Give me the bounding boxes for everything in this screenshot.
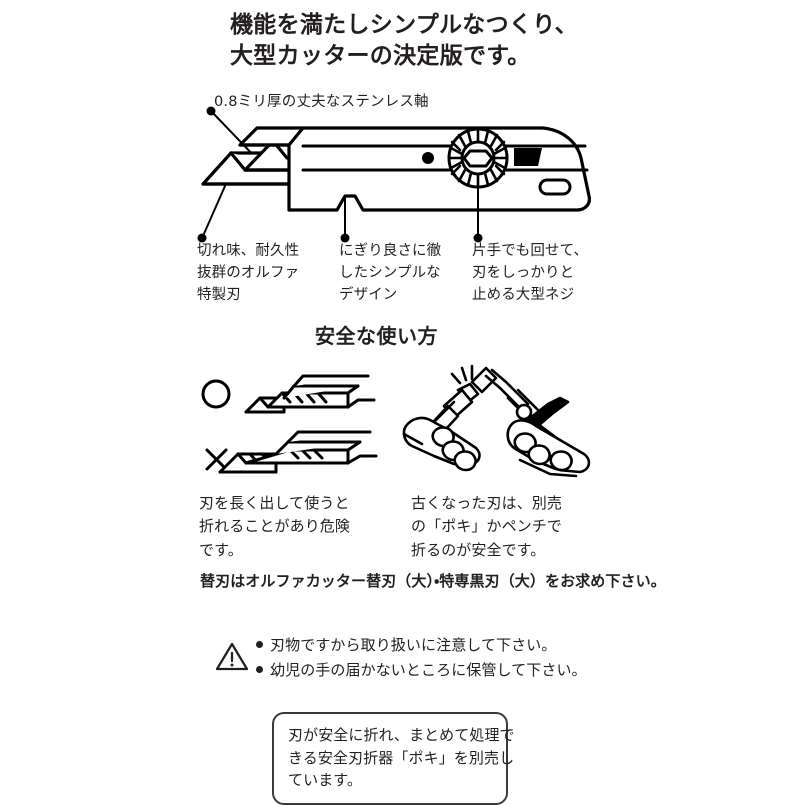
replacement-blade-note: 替刃はオルファカッター替刃（大）・特専黒刃（大）をお求め下さい。	[200, 572, 666, 590]
mark-cross-bad	[205, 448, 228, 471]
safety-caption-blade-length-line-2: 折れることがあり危険	[199, 517, 351, 536]
warning-block: 刃物ですから取り扱いに注意して下さい。 幼児の手の届かないところに保管して下さい…	[214, 634, 587, 680]
rivet-dot	[422, 152, 434, 164]
feature-caption-screw-line-1: 片手でも回せて、	[472, 243, 589, 259]
blade-snapping-hands-illustration	[400, 360, 600, 489]
black-slider-tab	[514, 148, 542, 166]
callout-label-stainless-shaft: 0.8ミリ厚の丈夫なステンレス軸	[214, 94, 429, 110]
feature-caption-blade: 切れ味、耐久性 抜群のオルファ 特製刃	[197, 240, 332, 306]
page-title-line-2: 大型カッターの決定版です。	[230, 42, 531, 69]
safety-caption-old-blade-line-3: 折るのが安全です。	[411, 540, 546, 559]
poki-note-line-1: 刃が安全に折れ、まとめて処理で	[288, 726, 515, 744]
feature-caption-grip-line-3: デザイン	[339, 287, 398, 304]
warning-item: 刃物ですから取り扱いに注意して下さい。	[256, 634, 587, 655]
feature-caption-screw: 片手でも回せて、 刃をしっかりと 止める大型ネジ	[472, 240, 612, 306]
safety-caption-old-blade-line-1: 古くなった刃は、別売	[411, 494, 563, 512]
feature-caption-blade-line-3: 特製刃	[197, 287, 241, 304]
warning-triangle-icon	[214, 640, 250, 676]
warning-item-text: 幼児の手の届かないところに保管して下さい。	[270, 661, 587, 679]
lanyard-hole	[538, 178, 572, 196]
section-heading-safe-usage: 安全な使い方	[315, 324, 438, 348]
cutter-knife-illustration	[185, 100, 615, 254]
mark-circle-good	[201, 379, 231, 409]
warning-list: 刃物ですから取り扱いに注意して下さい。 幼児の手の届かないところに保管して下さい…	[256, 634, 587, 680]
feature-caption-screw-line-3: 止める大型ネジ	[472, 287, 575, 304]
right-hand	[506, 419, 591, 478]
feature-caption-grip: にぎり良さに徹 したシンプルな デザイン	[339, 240, 469, 306]
warning-item-text: 刃物ですから取り扱いに注意して下さい。	[270, 636, 557, 654]
safety-caption-blade-length-line-3: です。	[199, 540, 243, 559]
left-hand	[402, 416, 481, 472]
page-title-line-1: 機能を満たしシンプルなつくり、	[230, 12, 578, 38]
safety-caption-blade-length: 刃を長く出して使うと 折れることがあり危険 です。	[199, 492, 399, 562]
handle-channel-lines	[301, 144, 589, 172]
bullet-icon	[256, 666, 263, 673]
safety-caption-old-blade: 古くなった刃は、別売 の「ポキ」かペンチで 折るのが安全です。	[411, 492, 616, 562]
blade-bad	[218, 430, 378, 474]
poki-note-line-2: きる安全刃折器「ポキ」を別売し	[288, 748, 515, 767]
feature-caption-grip-line-1: にぎり良さに徹	[339, 243, 442, 259]
feature-caption-blade-line-2: 抜群のオルファ	[197, 265, 300, 282]
feature-caption-blade-line-1: 切れ味、耐久性	[197, 243, 300, 259]
feature-caption-grip-line-2: したシンプルな	[339, 265, 441, 282]
snap-spark	[450, 364, 474, 385]
blade-good	[244, 374, 376, 414]
safety-caption-old-blade-line-2: の「ポキ」かペンチで	[411, 517, 563, 536]
warning-item: 幼児の手の届かないところに保管して下さい。	[256, 659, 587, 680]
blade-extension-diagram	[198, 362, 388, 486]
leader-lines-features	[197, 185, 483, 243]
screw-wheel	[447, 127, 509, 189]
page-title: 機能を満たしシンプルなつくり、 大型カッターの決定版です。	[230, 10, 650, 72]
detached-blade-piece	[470, 366, 498, 394]
poki-accessory-note-box: 刃が安全に折れ、まとめて処理で きる安全刃折器「ポキ」を別売し ています。	[272, 712, 515, 805]
feature-caption-screw-line-2: 刃をしっかりと	[472, 265, 575, 282]
safety-caption-blade-length-line-1: 刃を長く出して使うと	[199, 494, 350, 512]
poki-note-line-3: ています。	[288, 771, 363, 789]
bullet-icon	[256, 641, 263, 648]
